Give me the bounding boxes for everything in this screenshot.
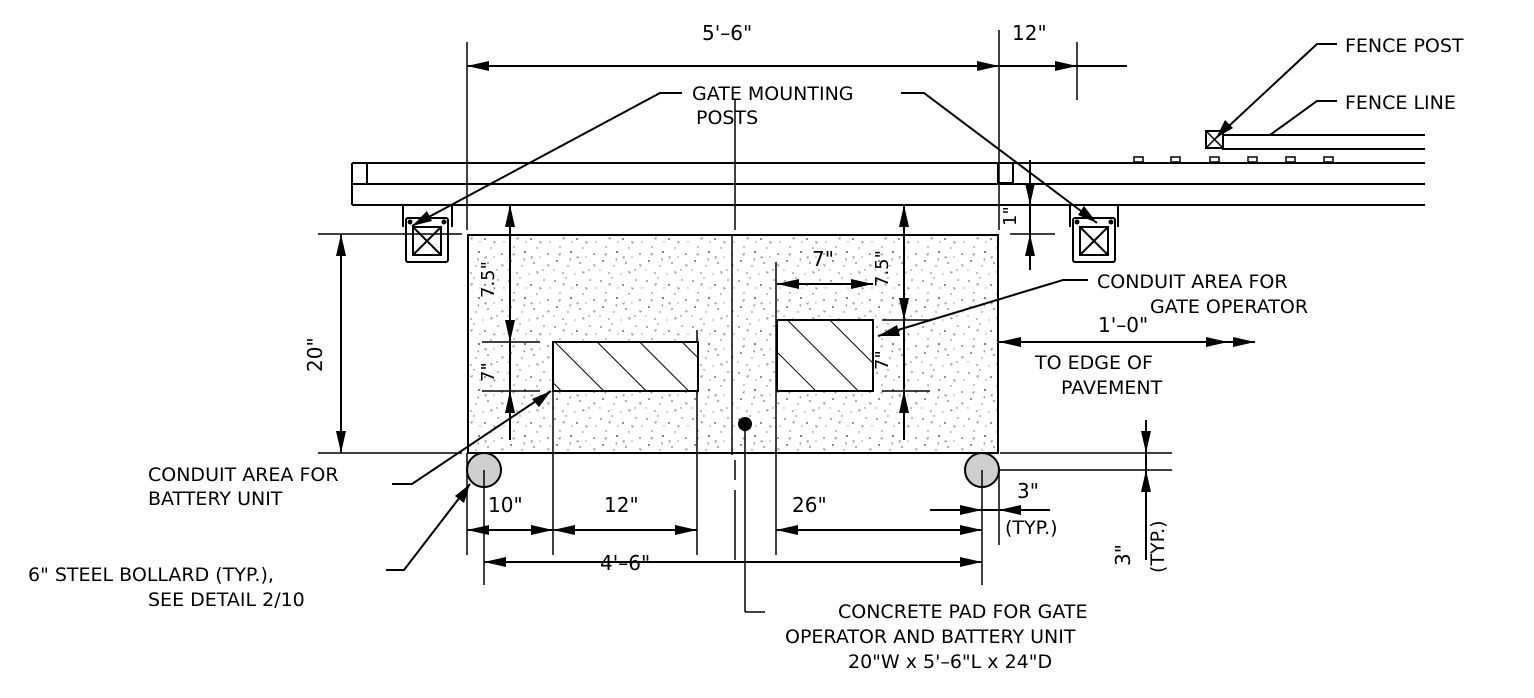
- gate-mounting-post-right: [1069, 204, 1119, 263]
- label-pad-3: 20"W x 5'–6"L x 24"D: [848, 651, 1052, 673]
- label-gate-mounting-posts-1: GATE MOUNTING: [692, 83, 854, 105]
- dim-bollard-offset-v: 3": [1111, 544, 1135, 566]
- label-conduit-battery-2: BATTERY UNIT: [148, 488, 283, 510]
- label-bollard-2: SEE DETAIL 2/10: [148, 589, 305, 611]
- conduit-area-battery: [552, 341, 699, 392]
- dim-gap-left-top: 7.5": [478, 261, 499, 298]
- leader-lines: [386, 43, 1337, 571]
- dim-right-26: 26": [792, 493, 827, 517]
- label-bollard-1: 6" STEEL BOLLARD (TYP.),: [28, 564, 274, 586]
- label-conduit-operator-1: CONDUIT AREA FOR: [1097, 271, 1288, 293]
- dim-conduit-height-right: 7": [872, 350, 893, 370]
- label-conduit-battery-1: CONDUIT AREA FOR: [148, 464, 339, 486]
- label-fence-post: FENCE POST: [1345, 35, 1464, 57]
- concrete-pad: [467, 234, 999, 455]
- dim-conduit-height-left: 7": [478, 362, 499, 382]
- dimension-lines: [318, 30, 1255, 613]
- dim-small-offset: 1": [1000, 206, 1021, 226]
- dim-left-12: 12": [604, 493, 639, 517]
- label-pad-1: CONCRETE PAD FOR GATE: [838, 601, 1087, 623]
- dim-gap-right-top: 7.5": [872, 250, 893, 287]
- gate-rail: [351, 162, 1425, 206]
- dim-right-offset: 12": [1012, 21, 1047, 45]
- fence-line: [1205, 130, 1425, 150]
- label-edge-pavement-1: TO EDGE OF: [1034, 352, 1153, 374]
- dim-bollard-spacing: 4'–6": [600, 551, 650, 575]
- conduit-area-operator: [776, 319, 874, 392]
- dim-left-10: 10": [488, 493, 523, 517]
- dim-edge-distance: 1'–0": [1098, 313, 1148, 337]
- center-conduit-dot: [738, 417, 752, 431]
- dim-overall-length: 5'–6": [702, 21, 752, 45]
- dim-pad-width: 20": [303, 337, 327, 372]
- dim-conduit-gap: 7": [812, 247, 834, 271]
- label-edge-pavement-2: PAVEMENT: [1061, 377, 1163, 399]
- gate-mounting-post-left: [402, 204, 453, 263]
- label-gate-mounting-posts-2: POSTS: [696, 107, 758, 129]
- label-fence-line: FENCE LINE: [1345, 92, 1456, 114]
- label-conduit-operator-2: GATE OPERATOR: [1150, 296, 1308, 318]
- dim-bollard-offset-h: 3": [1017, 479, 1039, 503]
- dim-bollard-offset-v-typ: (TYP.): [1147, 520, 1169, 573]
- dim-bollard-offset-h-typ: (TYP.): [1005, 517, 1058, 539]
- label-pad-2: OPERATOR AND BATTERY UNIT: [785, 626, 1076, 648]
- gate-rollers: [1133, 156, 1334, 163]
